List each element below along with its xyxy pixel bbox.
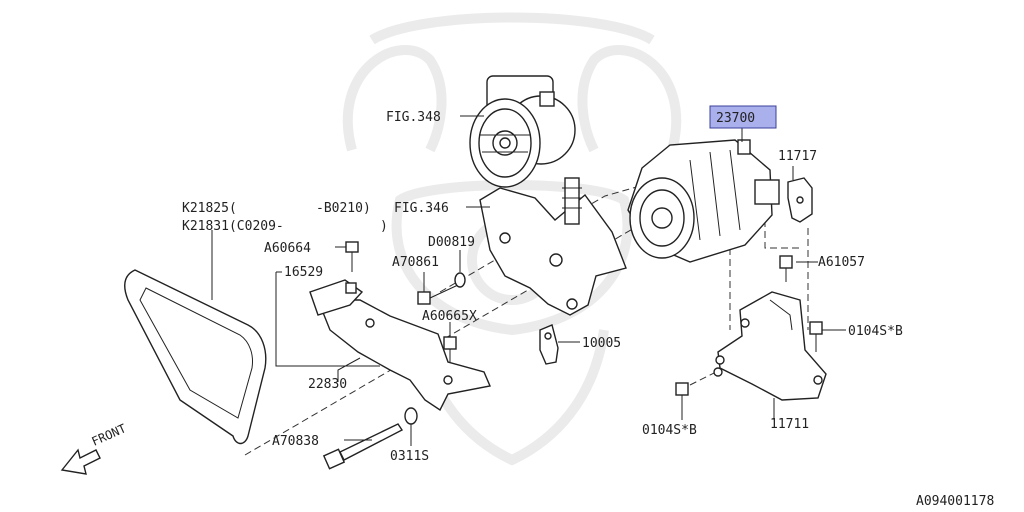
label-a60665x[interactable]: A60665X bbox=[422, 309, 477, 324]
label-0104s-right[interactable]: 0104S*B bbox=[848, 324, 903, 339]
label-22830[interactable]: 22830 bbox=[308, 377, 347, 392]
power-steering-pump[interactable] bbox=[469, 75, 576, 188]
label-a70861[interactable]: A70861 bbox=[392, 255, 439, 270]
bracket-11711[interactable] bbox=[715, 291, 827, 401]
label-0311s[interactable]: 0311S bbox=[390, 449, 429, 464]
drive-belt[interactable] bbox=[123, 269, 267, 445]
bracket-11717[interactable] bbox=[787, 177, 813, 223]
label-16529[interactable]: 16529 bbox=[284, 265, 323, 280]
bolt-a70861[interactable] bbox=[417, 272, 466, 305]
front-direction-arrow-icon bbox=[60, 448, 101, 475]
label-10005[interactable]: 10005 bbox=[582, 336, 621, 351]
bolt-a60664[interactable] bbox=[345, 241, 359, 294]
bolt-a61057[interactable] bbox=[779, 255, 793, 282]
label-k21825-range: -B0210) bbox=[316, 201, 371, 216]
assembly-line-belt bbox=[244, 177, 721, 456]
label-0104s-bottom[interactable]: 0104S*B bbox=[642, 423, 697, 438]
label-11711[interactable]: 11711 bbox=[770, 417, 809, 432]
assembly-line-alt-box bbox=[764, 220, 800, 249]
label-11717[interactable]: 11717 bbox=[778, 149, 817, 164]
highlight-box-23700 bbox=[709, 105, 777, 129]
front-label: FRONT bbox=[90, 421, 129, 448]
stud-10005[interactable] bbox=[539, 324, 559, 365]
label-k21831-close: ) bbox=[380, 219, 388, 234]
washer-0311s[interactable] bbox=[404, 407, 418, 425]
label-fig346[interactable]: FIG.346 bbox=[394, 201, 449, 216]
label-k21825[interactable]: K21825( bbox=[182, 201, 237, 216]
label-k21831[interactable]: K21831(C0209- bbox=[182, 219, 284, 234]
label-23700[interactable]: 23700 bbox=[716, 111, 755, 126]
alternator-support-bracket[interactable] bbox=[479, 177, 627, 316]
bolt-0104s-right[interactable] bbox=[809, 321, 823, 352]
label-a60664[interactable]: A60664 bbox=[264, 241, 311, 256]
label-fig348[interactable]: FIG.348 bbox=[386, 110, 441, 125]
bolt-a60665x[interactable] bbox=[443, 336, 457, 362]
label-a61057[interactable]: A61057 bbox=[818, 255, 865, 270]
leader-lines bbox=[211, 115, 846, 446]
bolt-0104s-bottom[interactable] bbox=[675, 367, 723, 406]
label-d00819[interactable]: D00819 bbox=[428, 235, 475, 250]
assembly-line-bolt bbox=[439, 185, 641, 293]
label-a70838[interactable]: A70838 bbox=[272, 434, 319, 449]
bracket-22830[interactable] bbox=[316, 299, 491, 412]
diagram-id: A094001178 bbox=[916, 494, 994, 509]
bolt-a70838[interactable] bbox=[322, 423, 404, 470]
alternator[interactable] bbox=[627, 139, 780, 263]
